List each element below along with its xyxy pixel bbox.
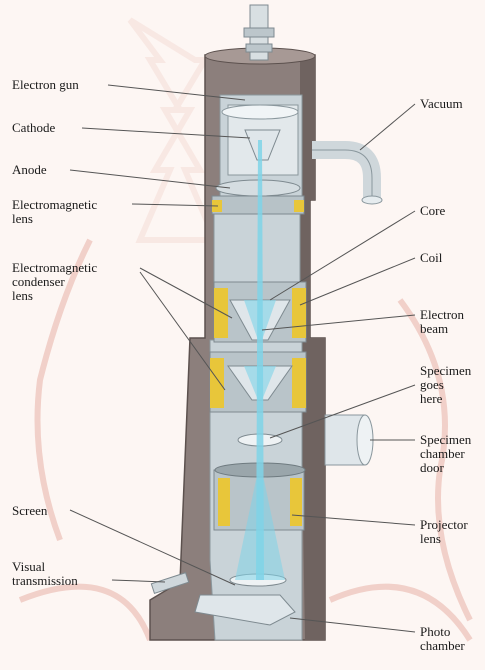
label-vacuum: Vacuum xyxy=(420,97,463,111)
label-specimen-goes-here: Specimen goes here xyxy=(420,364,471,406)
label-electron-beam: Electron beam xyxy=(420,308,464,336)
label-coil: Coil xyxy=(420,251,442,265)
label-em-condenser-lens: Electromagnetic condenser lens xyxy=(12,261,97,303)
label-cathode: Cathode xyxy=(12,121,55,135)
vacuum-pipe xyxy=(312,150,382,204)
label-visual-transmission: Visual transmission xyxy=(12,560,78,588)
label-anode: Anode xyxy=(12,163,47,177)
label-core: Core xyxy=(420,204,445,218)
label-screen: Screen xyxy=(12,504,47,518)
label-projector-lens: Projector lens xyxy=(420,518,468,546)
label-specimen-chamber-door: Specimen chamber door xyxy=(420,433,471,475)
label-electron-gun: Electron gun xyxy=(12,78,79,92)
specimen-chamber-door xyxy=(325,415,373,465)
label-em-lens: Electromagnetic lens xyxy=(12,198,97,226)
label-photo-chamber: Photo chamber xyxy=(420,625,465,653)
